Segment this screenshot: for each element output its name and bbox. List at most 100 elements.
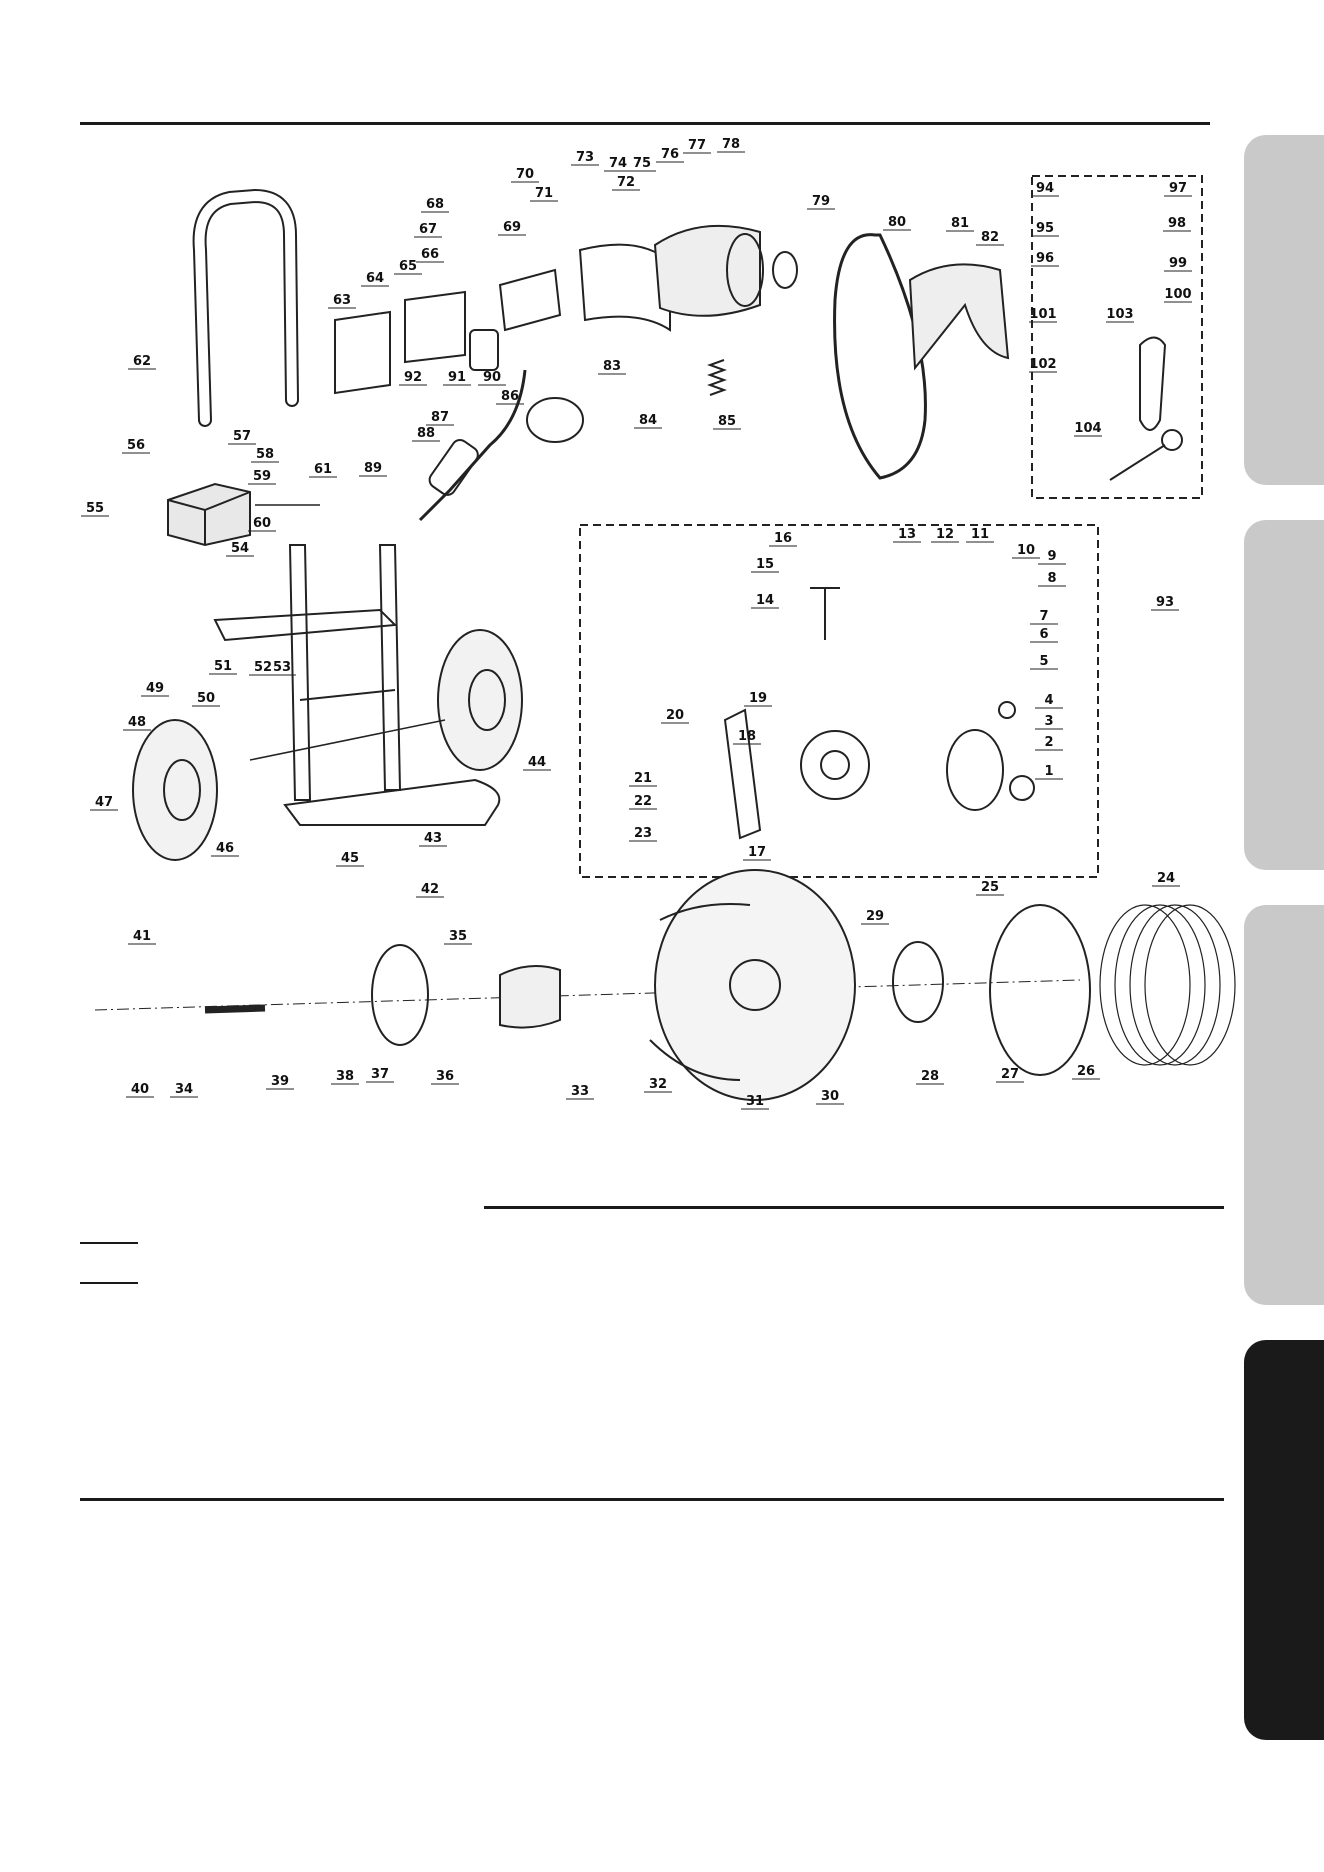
section-tab-4[interactable] (1244, 1340, 1324, 1740)
drum-part (649, 869, 856, 1101)
callout-label-13: 13 (898, 527, 916, 542)
callout-label-39: 39 (271, 1074, 289, 1089)
callout-label-68: 68 (426, 197, 444, 212)
section-tab-3[interactable] (1244, 905, 1324, 1305)
retaining-ring-part (1009, 775, 1035, 801)
callout-label-97: 97 (1169, 181, 1187, 196)
callout-label-92: 92 (404, 370, 422, 385)
drum-plate-part (892, 941, 944, 1023)
callout-label-28: 28 (921, 1069, 939, 1084)
callout-label-16: 16 (774, 531, 792, 546)
callout-label-20: 20 (666, 708, 684, 723)
wheel-left-part (132, 719, 218, 861)
motor-shield-part (578, 243, 671, 332)
callout-label-14: 14 (756, 593, 774, 608)
capacitor-part (469, 329, 499, 371)
frame-part (213, 544, 501, 826)
callout-label-12: 12 (936, 527, 954, 542)
callout-label-55: 55 (86, 501, 104, 516)
callout-label-61: 61 (314, 462, 332, 477)
t-handle-part (810, 587, 840, 640)
callout-label-69: 69 (503, 220, 521, 235)
callout-label-47: 47 (95, 795, 113, 810)
callout-label-79: 79 (812, 194, 830, 209)
callout-label-88: 88 (417, 426, 435, 441)
callout-label-52: 52 (254, 660, 272, 675)
cover-plate-part (404, 290, 466, 364)
callout-label-102: 102 (1029, 357, 1056, 372)
callout-label-4: 4 (1044, 693, 1053, 708)
callout-label-53: 53 (273, 660, 291, 675)
section-tab-1[interactable] (1244, 135, 1324, 485)
spring-part (707, 359, 727, 396)
callout-label-38: 38 (336, 1069, 354, 1084)
belt-guard-part (908, 263, 1010, 371)
callout-label-60: 60 (253, 516, 271, 531)
callout-label-42: 42 (421, 882, 439, 897)
callout-label-62: 62 (133, 354, 151, 369)
callout-label-19: 19 (749, 691, 767, 706)
callout-label-63: 63 (333, 293, 351, 308)
callout-label-24: 24 (1157, 871, 1175, 886)
callout-label-40: 40 (131, 1082, 149, 1097)
callout-label-30: 30 (821, 1089, 839, 1104)
callout-label-26: 26 (1077, 1064, 1095, 1079)
axle-part (204, 1004, 266, 1014)
callout-label-56: 56 (127, 438, 145, 453)
callout-labels: 1234567891011121314151617181920212223242… (81, 137, 1192, 1110)
callout-label-77: 77 (688, 138, 706, 153)
callout-label-41: 41 (133, 929, 151, 944)
callout-label-101: 101 (1029, 307, 1056, 322)
callout-label-90: 90 (483, 370, 501, 385)
underline-a (80, 1242, 138, 1244)
callout-label-29: 29 (866, 909, 884, 924)
callout-label-51: 51 (214, 659, 232, 674)
callout-label-5: 5 (1039, 654, 1048, 669)
callout-label-66: 66 (421, 247, 439, 262)
accessory-kit-box (1031, 175, 1203, 499)
callout-label-59: 59 (253, 469, 271, 484)
callout-label-103: 103 (1106, 307, 1133, 322)
wheel-right-part (437, 629, 523, 771)
callout-label-46: 46 (216, 841, 234, 856)
callout-label-10: 10 (1017, 543, 1035, 558)
callout-label-6: 6 (1039, 627, 1048, 642)
drill-cutter-part (1139, 336, 1167, 431)
retrieving-tool-part (1109, 444, 1166, 481)
callout-label-67: 67 (419, 222, 437, 237)
cable-coil-part (1099, 904, 1236, 1066)
callout-label-31: 31 (746, 1094, 764, 1109)
callout-label-50: 50 (197, 691, 215, 706)
callout-label-17: 17 (748, 845, 766, 860)
callout-label-82: 82 (981, 230, 999, 245)
section-tab-2[interactable] (1244, 520, 1324, 870)
callout-label-93: 93 (1156, 595, 1174, 610)
drum-flange-part (371, 944, 429, 1046)
callout-label-35: 35 (449, 929, 467, 944)
underline-b (80, 1282, 138, 1284)
switch-box-part (167, 482, 251, 547)
callout-label-37: 37 (371, 1067, 389, 1082)
callout-label-58: 58 (256, 447, 274, 462)
motor-mount-part (498, 268, 562, 332)
gfci-part (428, 438, 479, 496)
callout-label-81: 81 (951, 216, 969, 231)
callout-label-18: 18 (738, 729, 756, 744)
callout-label-57: 57 (233, 429, 251, 444)
top-rule (80, 122, 1210, 125)
cable-ring-part (989, 904, 1091, 1076)
callout-label-99: 99 (1169, 256, 1187, 271)
callout-label-8: 8 (1047, 571, 1056, 586)
ball-part (998, 701, 1016, 719)
drum-hub-part (499, 965, 561, 1029)
callout-label-23: 23 (634, 826, 652, 841)
callout-label-96: 96 (1036, 251, 1054, 266)
callout-label-70: 70 (516, 167, 534, 182)
callout-label-91: 91 (448, 370, 466, 385)
callout-label-72: 72 (617, 175, 635, 190)
callout-label-80: 80 (888, 215, 906, 230)
callout-label-48: 48 (128, 715, 146, 730)
callout-label-65: 65 (399, 259, 417, 274)
callout-label-44: 44 (528, 755, 546, 770)
callout-label-25: 25 (981, 880, 999, 895)
